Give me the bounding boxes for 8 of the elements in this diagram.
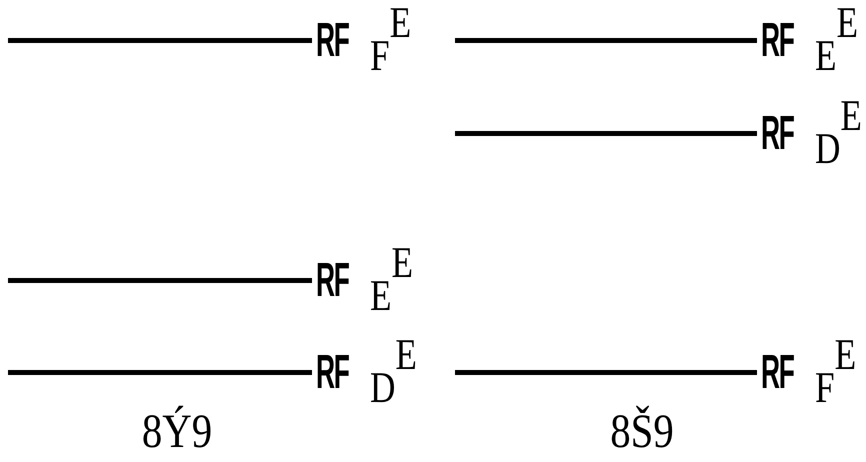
level-label: RF: [316, 257, 349, 305]
level-label: RF: [761, 110, 794, 158]
level-label: RF: [761, 17, 794, 65]
level-label: RF: [761, 349, 794, 397]
level-label: RF: [316, 17, 349, 65]
column-label: 8Ý9: [142, 406, 212, 459]
level-label: RF: [316, 349, 349, 397]
column-label: 8Š9: [610, 406, 674, 459]
